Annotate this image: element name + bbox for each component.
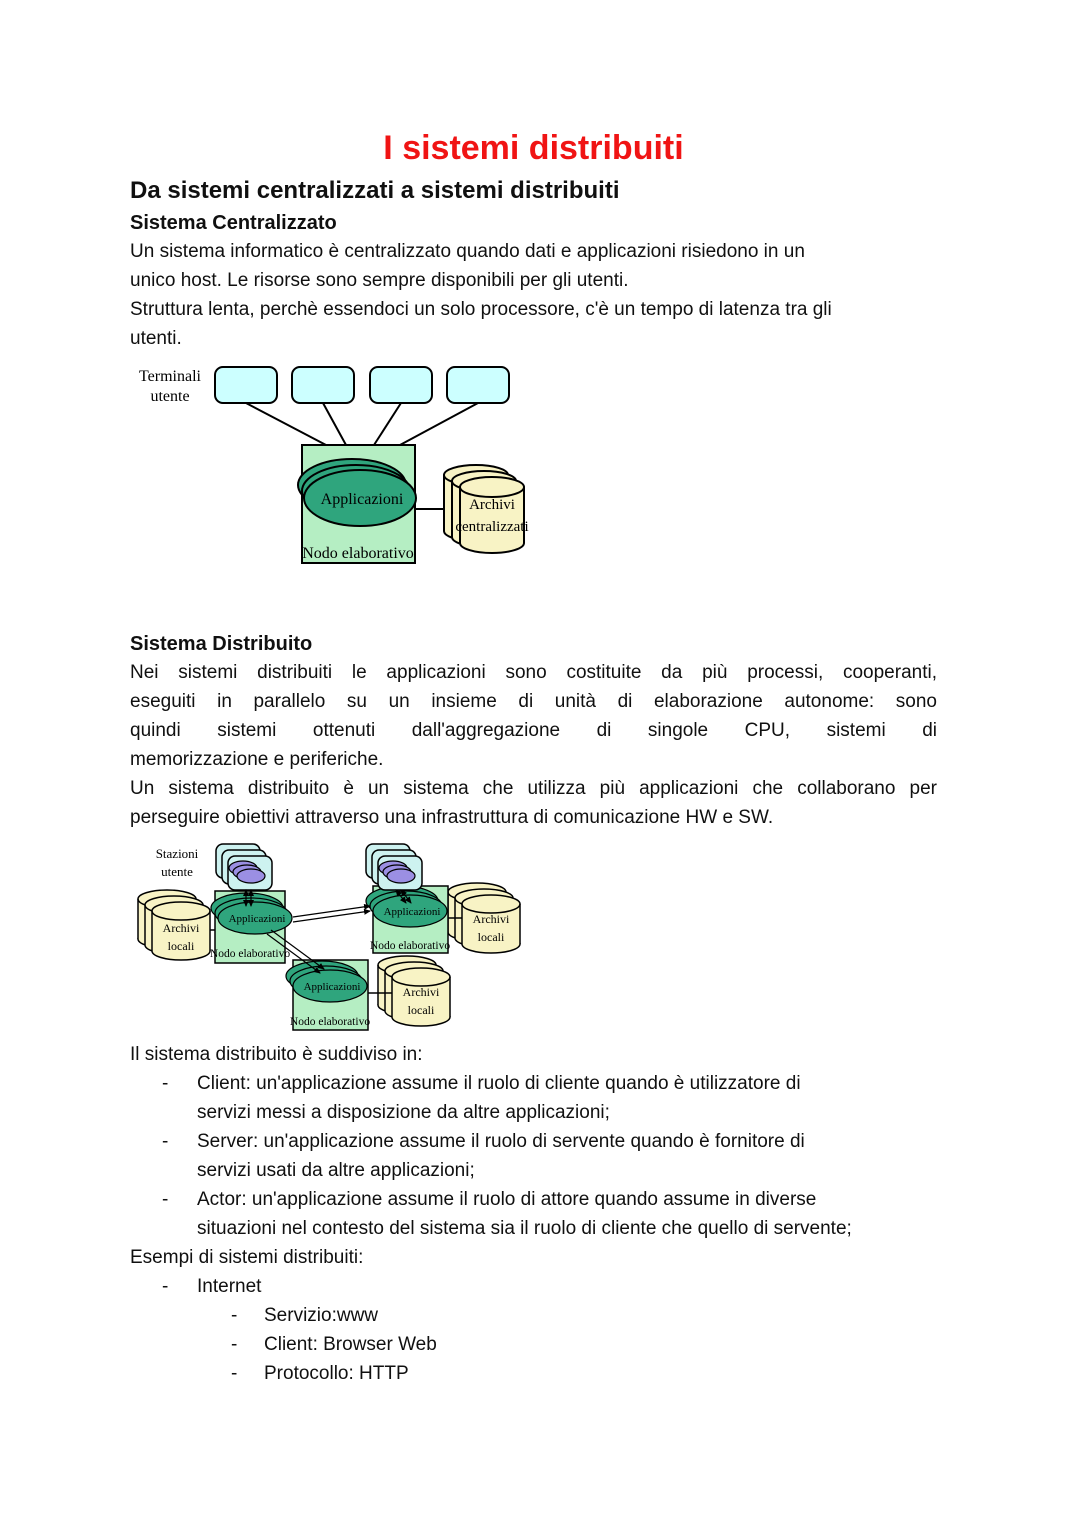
terminal-box bbox=[291, 366, 355, 404]
centralized-paragraph-1: Un sistema informatico è centralizzato q… bbox=[130, 237, 937, 295]
archives-label: locali bbox=[408, 1003, 435, 1017]
bullet-dash: - bbox=[162, 1276, 169, 1297]
paragraph-line: Un sistema informatico è centralizzato q… bbox=[130, 241, 805, 262]
distributed-diagram: Stazioni utente bbox=[137, 843, 521, 1031]
user-station bbox=[215, 843, 273, 891]
distributed-heading: Sistema Distribuito bbox=[130, 633, 313, 655]
page-title: I sistemi distribuiti bbox=[383, 129, 684, 167]
stations-label: utente bbox=[161, 864, 193, 879]
list-item-line: Server: un'applicazione assume il ruolo … bbox=[197, 1131, 805, 1152]
user-disk-stack bbox=[378, 860, 416, 884]
paragraph-line: Struttura lenta, perchè essendoci un sol… bbox=[130, 299, 832, 320]
list-item-line: Client: Browser Web bbox=[264, 1334, 437, 1355]
archive-links bbox=[210, 917, 462, 994]
paragraph-line: unico host. Le risorse sono sempre dispo… bbox=[130, 270, 629, 291]
communication-arrows bbox=[243, 889, 412, 974]
terminal-box bbox=[446, 366, 510, 404]
list-item-line: Client: un'applicazione assume il ruolo … bbox=[197, 1073, 801, 1094]
applications-label: Applicazioni bbox=[321, 491, 404, 508]
list-item-client: - Client: un'applicazione assume il ruol… bbox=[130, 1069, 937, 1127]
node-label: Nodo elaborativo bbox=[370, 940, 450, 952]
terminals-label: Terminali bbox=[139, 368, 202, 385]
paragraph-line: Un sistema distribuito è un sistema che … bbox=[130, 778, 937, 799]
centralized-heading: Sistema Centralizzato bbox=[130, 212, 337, 234]
terminals-label: utente bbox=[150, 388, 189, 405]
paragraph-line: utenti. bbox=[130, 328, 182, 349]
terminal-box bbox=[369, 366, 433, 404]
distributed-paragraph-1: Nei sistemi distribuiti le applicazioni … bbox=[130, 658, 937, 774]
list-item-line: situazioni nel contesto del sistema sia … bbox=[197, 1218, 852, 1239]
paragraph-line: perseguire obiettivi attraverso una infr… bbox=[130, 807, 774, 828]
sub-list-item-protocol: - Protocollo: HTTP bbox=[130, 1359, 937, 1388]
list-item-line: servizi usati da altre applicazioni; bbox=[197, 1160, 475, 1181]
list-item-line: Internet bbox=[197, 1276, 262, 1297]
bullet-dash: - bbox=[231, 1334, 238, 1355]
archives-label: Archivi bbox=[163, 921, 200, 935]
bullet-dash: - bbox=[231, 1363, 238, 1384]
paragraph-line: quindi sistemi ottenuti dall'aggregazion… bbox=[130, 720, 937, 741]
node-label: Nodo elaborativo bbox=[302, 545, 414, 562]
archives-label: Archivi bbox=[473, 912, 510, 926]
bullet-dash: - bbox=[231, 1305, 238, 1326]
list-item-server: - Server: un'applicazione assume il ruol… bbox=[130, 1127, 937, 1185]
list-item-line: Servizio:www bbox=[264, 1305, 379, 1326]
centralized-diagram: Terminali utente Applicazioni Nodo elabo… bbox=[139, 366, 529, 564]
applications-label: Applicazioni bbox=[229, 913, 286, 925]
applications-ellipses bbox=[210, 885, 448, 1003]
user-station bbox=[365, 843, 423, 891]
bullet-dash: - bbox=[162, 1073, 169, 1094]
archives-label: locali bbox=[168, 939, 195, 953]
list-item-actor: - Actor: un'applicazione assume il ruolo… bbox=[130, 1185, 937, 1243]
applications-label: Applicazioni bbox=[304, 981, 361, 993]
examples-intro: Esempi di sistemi distribuiti: bbox=[130, 1247, 364, 1268]
sub-list-item-client: - Client: Browser Web bbox=[130, 1330, 937, 1359]
terminal-boxes bbox=[214, 366, 510, 404]
list-item-line: Actor: un'applicazione assume il ruolo d… bbox=[197, 1189, 817, 1210]
document-page: I sistemi distribuiti Da sistemi central… bbox=[130, 129, 937, 1388]
centralized-paragraph-2: Struttura lenta, perchè essendoci un sol… bbox=[130, 295, 937, 353]
bullet-dash: - bbox=[162, 1131, 169, 1152]
list-item-internet: - Internet bbox=[130, 1272, 937, 1301]
user-disk-stack bbox=[228, 860, 266, 884]
stations-label: Stazioni bbox=[156, 846, 199, 861]
terminal-links bbox=[245, 402, 479, 446]
bullet-dash: - bbox=[162, 1189, 169, 1210]
distributed-paragraph-2: Un sistema distribuito è un sistema che … bbox=[130, 774, 937, 832]
section-heading: Da sistemi centralizzati a sistemi distr… bbox=[130, 177, 620, 204]
applications-ellipses bbox=[297, 458, 417, 527]
list-item-line: Protocollo: HTTP bbox=[264, 1363, 409, 1384]
node-label: Nodo elaborativo bbox=[210, 948, 290, 960]
archives-label: Archivi bbox=[469, 497, 515, 513]
paragraph-line: memorizzazione e periferiche. bbox=[130, 749, 384, 770]
division-intro: Il sistema distribuito è suddiviso in: bbox=[130, 1044, 423, 1065]
terminal-box bbox=[214, 366, 278, 404]
archives-label: Archivi bbox=[403, 985, 440, 999]
paragraph-line: Nei sistemi distribuiti le applicazioni … bbox=[130, 662, 937, 683]
paragraph-line: eseguiti in parallelo su un insieme di u… bbox=[130, 691, 937, 712]
list-item-line: servizi messi a disposizione da altre ap… bbox=[197, 1102, 610, 1123]
node-label: Nodo elaborativo bbox=[290, 1016, 370, 1028]
applications-label: Applicazioni bbox=[384, 906, 441, 918]
sub-list-item-service: - Servizio:www bbox=[130, 1301, 937, 1330]
archives-label: centralizzati bbox=[455, 519, 528, 535]
archives-label: locali bbox=[478, 930, 505, 944]
archive-cylinder bbox=[459, 476, 525, 554]
